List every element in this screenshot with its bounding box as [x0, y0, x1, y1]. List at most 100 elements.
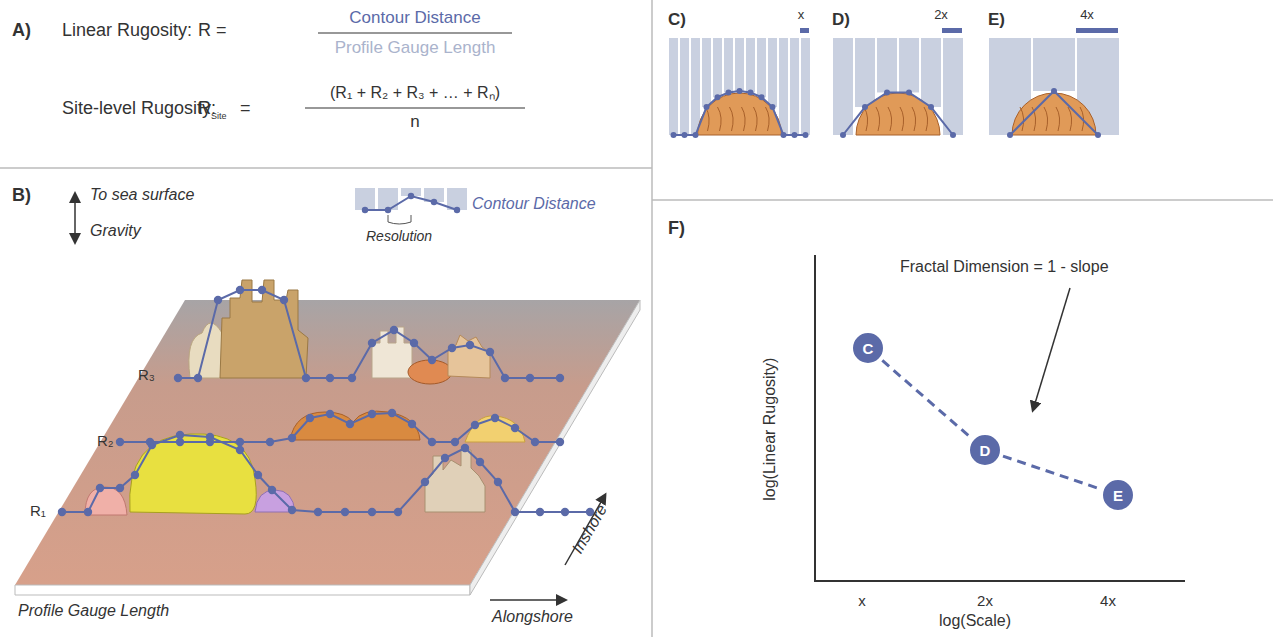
profile-dot [369, 509, 375, 515]
label: x [858, 592, 866, 609]
profile-dot [237, 287, 243, 293]
profile-dot [132, 472, 138, 478]
data-point: C [851, 331, 885, 365]
coral-texture [876, 107, 880, 131]
profile-dot [177, 432, 183, 438]
label: R₃ [138, 366, 155, 383]
label: Fractal Dimension = 1 - slope [900, 258, 1109, 276]
profile-dot [289, 507, 295, 513]
profile-dot [770, 104, 776, 110]
profile-dot [726, 89, 732, 95]
profile-dot [884, 89, 890, 95]
profile-dot [671, 132, 677, 138]
fraction-lines [305, 33, 525, 108]
label: (R₁ + R₂ + R₃ + … + Rₙ) [330, 84, 500, 102]
profile-dot [391, 327, 397, 333]
label: x [798, 8, 805, 23]
profile-dot [487, 349, 493, 355]
label: R = [198, 20, 227, 41]
coral [698, 93, 782, 135]
coral-texture [888, 107, 892, 131]
profile-dot [117, 485, 123, 491]
label: 4x [1100, 592, 1116, 609]
label: Profile Gauge Length [335, 38, 496, 58]
profile-dot [527, 375, 533, 381]
trend-line [882, 360, 970, 437]
label: Site-level Rugosity: [62, 98, 216, 119]
profile-dot [385, 207, 391, 213]
profile-dot [781, 132, 787, 138]
label: A) [12, 20, 31, 41]
scale-gauges [669, 28, 1119, 138]
coral-texture [754, 107, 758, 131]
profile-dot [429, 357, 435, 363]
profile-dot [840, 132, 846, 138]
label: F) [668, 218, 685, 239]
gauge-bar [1033, 38, 1075, 91]
profile-dot [289, 435, 295, 441]
profile-dot [928, 104, 934, 110]
profile-dot [759, 94, 765, 100]
profile-dot [395, 509, 401, 515]
label: Inshore [569, 501, 612, 556]
slope-arrow [1033, 288, 1070, 410]
profile-dot [495, 479, 501, 485]
coral-texture [912, 107, 916, 131]
profile-line [1010, 91, 1098, 135]
data-point: E [1101, 478, 1135, 512]
profile-dot [462, 445, 468, 451]
profile-dot [175, 375, 181, 381]
label: Contour Distance [472, 195, 596, 213]
profile-dot [1095, 132, 1101, 138]
profile-dot [408, 193, 414, 199]
profile-dot [492, 415, 498, 421]
profile-dot [467, 342, 473, 348]
coral-texture [718, 107, 722, 131]
profile-dot [237, 439, 243, 445]
profile-dot [682, 132, 688, 138]
profile-dot [557, 439, 563, 445]
gauge-bar [943, 38, 963, 135]
label: Gravity [90, 222, 141, 240]
gauge-bar [735, 38, 744, 91]
profile-dot [792, 132, 798, 138]
label: R₂ [97, 432, 114, 449]
coral-texture [766, 107, 770, 131]
profile-dot [409, 421, 415, 427]
profile-dot [307, 415, 313, 421]
label: Contour Distance [349, 8, 480, 28]
profile-dot [215, 297, 221, 303]
label: = [240, 98, 251, 119]
profile-dot [207, 434, 213, 440]
profile-dot [532, 439, 538, 445]
gauge-bar [855, 38, 875, 107]
label: B) [12, 185, 31, 206]
coral-texture [1068, 107, 1072, 131]
profile-dot [449, 345, 455, 351]
gauge-bar [790, 38, 799, 135]
profile-dot [452, 439, 458, 445]
coral-texture [730, 107, 734, 131]
profile-dot [267, 439, 273, 445]
coral-texture [900, 107, 904, 131]
profile-dot [950, 132, 956, 138]
scale-bar [942, 28, 962, 33]
profile-dot [349, 375, 355, 381]
gauge-bar [757, 38, 766, 97]
gauge-bar [355, 188, 375, 210]
profile-dot [562, 509, 568, 515]
coral-texture [1056, 107, 1060, 131]
coral-texture [1020, 107, 1024, 131]
gauge-bar [801, 38, 810, 135]
gauge-bar [779, 38, 788, 135]
profile-dot [117, 439, 123, 445]
label: 4x [1080, 8, 1094, 23]
gauge-bar [724, 38, 733, 92]
profile-dot [422, 479, 428, 485]
profile-dot [327, 375, 333, 381]
gauge-bar [746, 38, 755, 92]
profile-dot [862, 104, 868, 110]
label: Site [211, 111, 227, 121]
